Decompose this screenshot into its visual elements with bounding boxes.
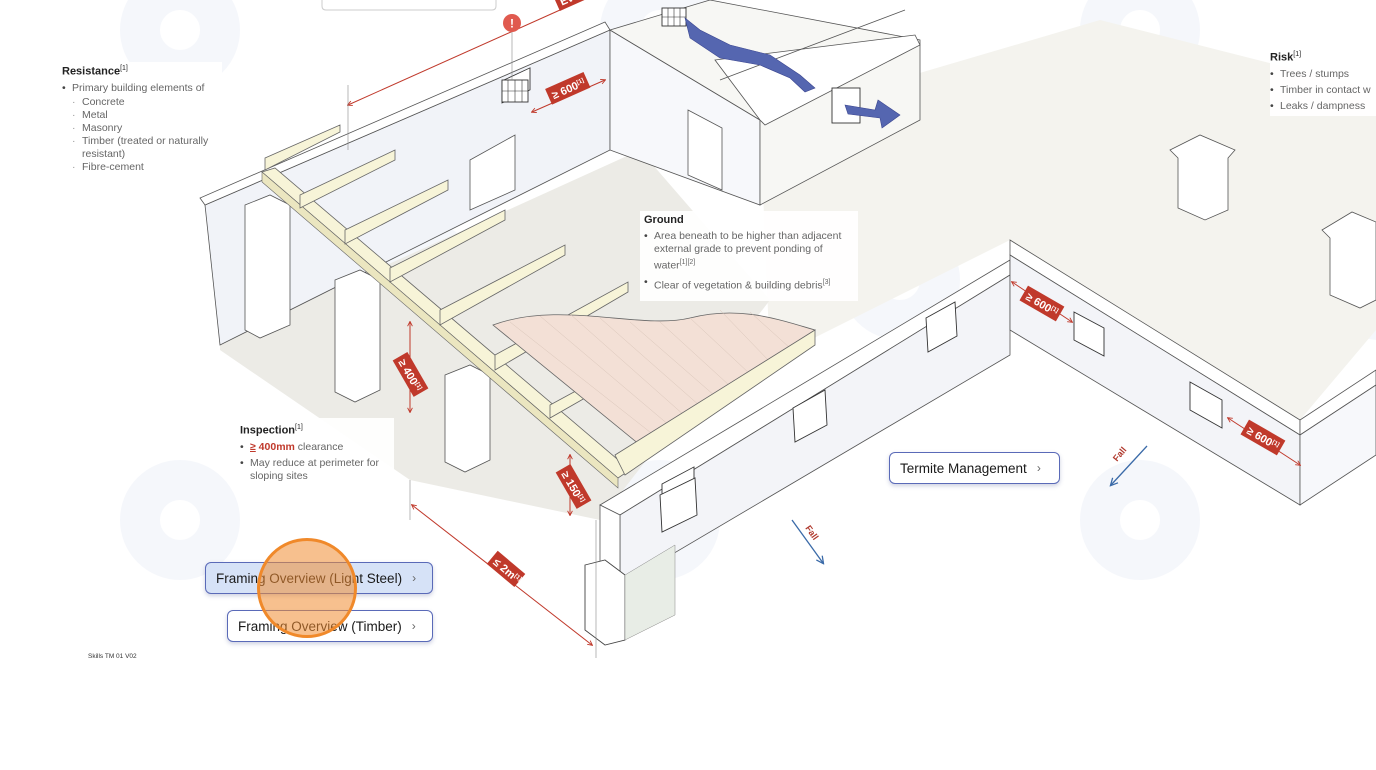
risk-item: Timber in contact w [1270, 84, 1376, 97]
floor-boards-cutaway [492, 312, 816, 446]
ground-item: Area beneath to be higher than adjacent … [644, 230, 854, 273]
risk-title: Risk[1] [1270, 51, 1302, 64]
pier [244, 194, 491, 473]
ground-title: Ground [644, 214, 684, 226]
button-label: Termite Management [900, 460, 1027, 476]
svg-text:Eve: Eve [558, 0, 581, 8]
fall-arrow-left: Fall [791, 519, 823, 563]
inspection-title: Inspection[1] [240, 424, 303, 437]
svg-text:!: ! [510, 17, 514, 31]
airflow-arrow-1 [684, 17, 816, 93]
framing-overview-timber-button[interactable]: Framing Overview (Timber) › [227, 610, 433, 642]
resistance-item: Fibre-cement [72, 161, 222, 174]
resistance-intro: Primary building elements of Concrete Me… [62, 82, 222, 174]
inspection-item: May reduce at perimeter for sloping site… [240, 457, 390, 483]
footing [584, 559, 626, 646]
resistance-item: Concrete [72, 96, 222, 109]
document-code: Skills TM 01 V02 [88, 653, 137, 660]
risk-item: Leaks / dampness [1270, 100, 1376, 113]
button-label: Framing Overview (Light Steel) [216, 570, 403, 586]
pier-right [1169, 134, 1376, 309]
dim-badge-top-eve: Eve [552, 0, 597, 11]
airflow-arrow-2 [844, 99, 901, 129]
ground-item: Clear of vegetation & building debris[3] [644, 276, 854, 293]
chevron-right-icon: › [412, 571, 417, 585]
resistance-item: Metal [72, 109, 222, 122]
resistance-note: Resistance[1] Primary building elements … [62, 62, 222, 177]
vent-grille-back-3 [501, 79, 529, 103]
termite-management-button[interactable]: Termite Management › [889, 452, 1060, 484]
alert-icon[interactable]: ! [503, 14, 521, 32]
risk-note: Risk[1] Trees / stumps Timber in contact… [1270, 48, 1376, 116]
resistance-title: Resistance[1] [62, 65, 128, 78]
inspection-note: Inspection[1] ≥ 400mm clearance May redu… [236, 418, 394, 490]
button-label: Framing Overview (Timber) [238, 618, 402, 634]
risk-item: Trees / stumps [1270, 68, 1376, 81]
chevron-right-icon: › [1036, 461, 1041, 475]
resistance-item: Masonry [72, 122, 222, 135]
svg-text:Fall: Fall [1111, 445, 1129, 463]
framing-overview-light-steel-button[interactable]: Framing Overview (Light Steel) › [205, 562, 433, 594]
chevron-right-icon: › [411, 619, 416, 633]
inspection-item: ≥ 400mm clearance [240, 441, 390, 454]
resistance-item: Timber (treated or naturally resistant) [72, 135, 222, 161]
dim-badge-150: ≥ 150[1] [555, 464, 592, 509]
dim-badge-2m: ≤ 2m[1] [486, 550, 526, 587]
vent-grilles [659, 301, 1223, 533]
ground-note: Ground Area beneath to be higher than ad… [640, 211, 858, 301]
dim-badge-400: ≥ 400[1] [392, 352, 429, 397]
vent-grille-back-2 [661, 7, 687, 27]
